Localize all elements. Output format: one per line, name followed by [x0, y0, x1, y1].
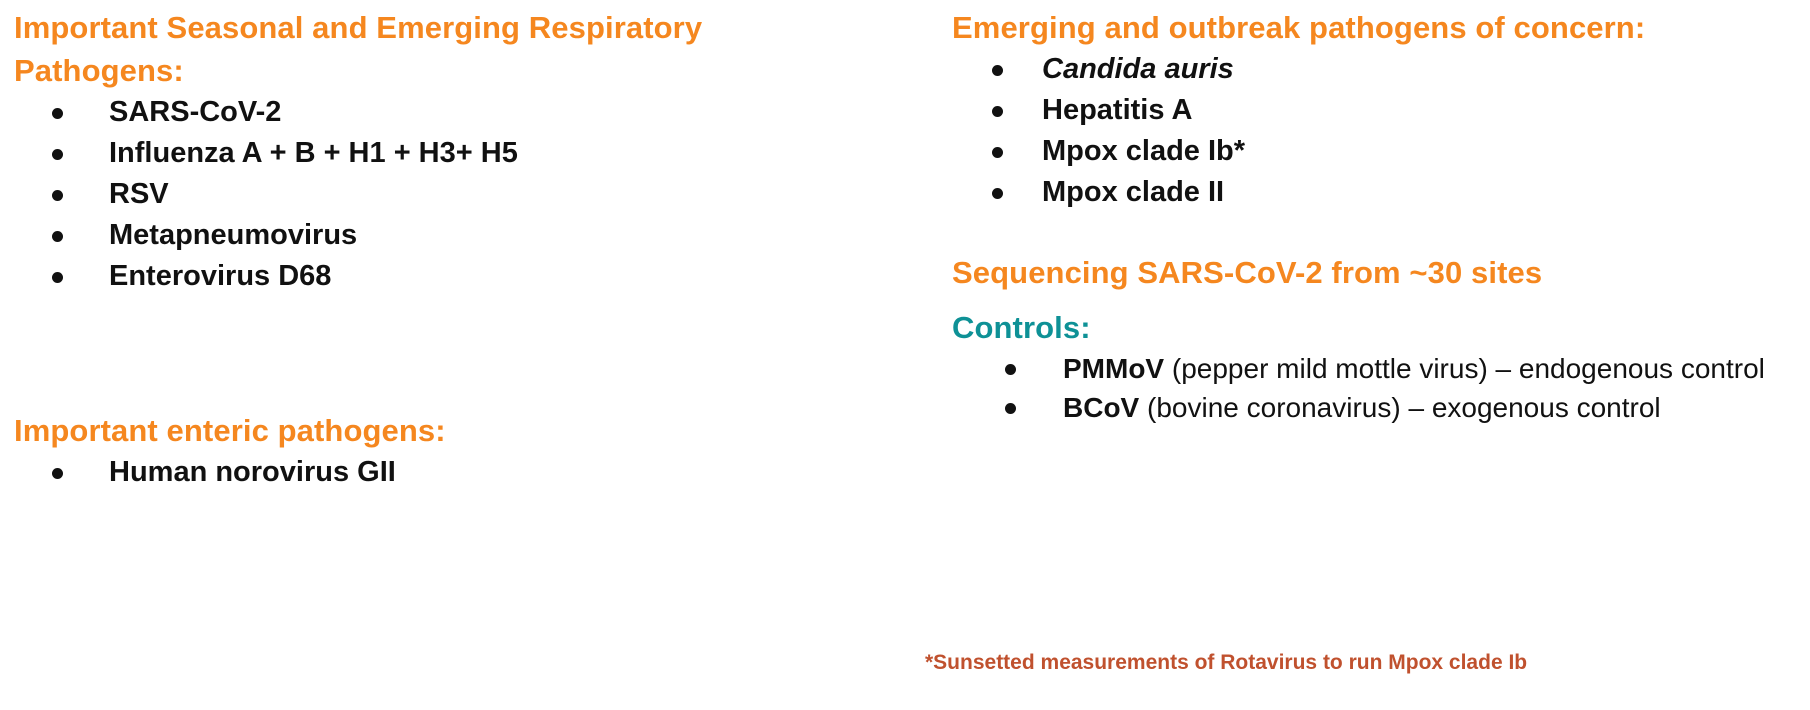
right-column: Emerging and outbreak pathogens of conce…: [952, 6, 1802, 427]
list-item-label: Hepatitis A: [1042, 94, 1193, 126]
sequencing-heading: Sequencing SARS-CoV-2 from ~30 sites: [952, 255, 1543, 290]
list-item-label: Mpox clade Ib*: [1042, 135, 1246, 167]
list-item: Mpox clade II: [952, 172, 1802, 213]
bullet-icon: [992, 106, 1003, 117]
section-spacer: [14, 297, 844, 409]
control-abbreviation: BCoV: [1063, 392, 1140, 423]
list-item: Metapneumovirus: [14, 215, 844, 256]
respiratory-pathogens-heading: Important Seasonal and Emerging Respirat…: [14, 10, 703, 88]
emerging-pathogens-list: Candida auris Hepatitis A Mpox clade Ib*…: [952, 49, 1802, 213]
enteric-pathogens-heading: Important enteric pathogens:: [14, 413, 446, 448]
list-item-label: Candida auris: [1042, 53, 1234, 85]
list-item: SARS-CoV-2: [14, 92, 844, 133]
list-item-label: Mpox clade II: [1042, 176, 1225, 208]
control-description: (pepper mild mottle virus) – endogenous …: [1164, 353, 1765, 384]
footnote-text: *Sunsetted measurements of Rotavirus to …: [925, 651, 1528, 674]
list-item: Influenza A + B + H1 + H3+ H5: [14, 133, 844, 174]
bullet-icon: [52, 231, 63, 242]
bullet-icon: [992, 147, 1003, 158]
respiratory-pathogens-list: SARS-CoV-2 Influenza A + B + H1 + H3+ H5…: [14, 92, 844, 297]
list-item: PMMoV (pepper mild mottle virus) – endog…: [952, 349, 1802, 388]
list-item: Candida auris: [952, 49, 1802, 90]
list-item: RSV: [14, 174, 844, 215]
controls-heading: Controls:: [952, 310, 1091, 345]
list-item: Enterovirus D68: [14, 256, 844, 297]
bullet-icon: [52, 468, 63, 479]
list-item-label: Human norovirus GII: [109, 456, 396, 488]
section-spacer: [952, 213, 1802, 251]
controls-list: PMMoV (pepper mild mottle virus) – endog…: [952, 349, 1802, 427]
left-column: Important Seasonal and Emerging Respirat…: [14, 6, 844, 493]
bullet-icon: [52, 272, 63, 283]
emerging-pathogens-heading: Emerging and outbreak pathogens of conce…: [952, 10, 1646, 45]
list-item-label: Influenza A + B + H1 + H3+ H5: [109, 137, 518, 169]
section-spacer: [952, 294, 1802, 306]
control-description: (bovine coronavirus) – exogenous control: [1139, 392, 1661, 423]
list-item: Mpox clade Ib*: [952, 131, 1802, 172]
list-item-label: Enterovirus D68: [109, 260, 332, 292]
bullet-icon: [1005, 364, 1016, 375]
enteric-pathogens-list: Human norovirus GII: [14, 452, 844, 493]
list-item: Human norovirus GII: [14, 452, 844, 493]
list-item-label: Metapneumovirus: [109, 219, 358, 251]
bullet-icon: [1005, 403, 1016, 414]
control-abbreviation: PMMoV: [1063, 353, 1165, 384]
bullet-icon: [52, 108, 63, 119]
list-item-label: RSV: [109, 178, 169, 210]
list-item-label: SARS-CoV-2: [109, 96, 282, 128]
bullet-icon: [992, 188, 1003, 199]
bullet-icon: [52, 190, 63, 201]
bullet-icon: [992, 65, 1003, 76]
bullet-icon: [52, 149, 63, 160]
list-item: Hepatitis A: [952, 90, 1802, 131]
list-item: BCoV (bovine coronavirus) – exogenous co…: [952, 388, 1802, 427]
